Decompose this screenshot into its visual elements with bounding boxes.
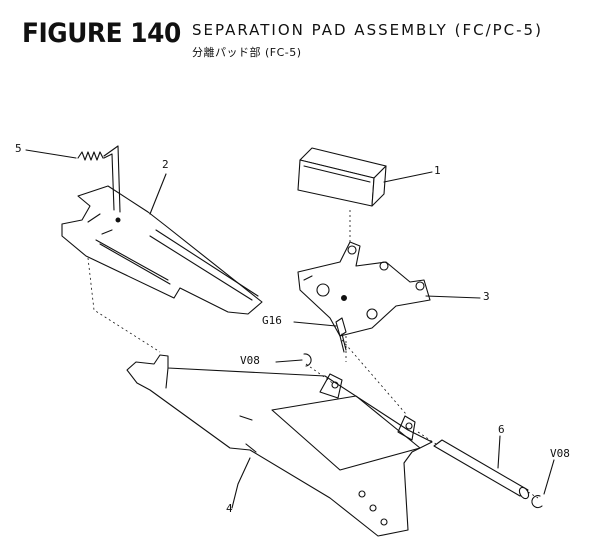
callout-2: 2	[162, 158, 169, 171]
part-6-shaft	[433, 439, 530, 500]
leader-lines	[25, 149, 555, 509]
callout-g16: G16	[262, 314, 282, 327]
callout-v08-upper: V08	[240, 354, 260, 367]
callout-6: 6	[498, 423, 505, 436]
screw-g16	[335, 317, 347, 353]
part-1-pad	[297, 147, 387, 207]
e-ring-v08-lower	[531, 495, 543, 509]
callout-5: 5	[15, 142, 22, 155]
figure-number: FIGURE 140	[22, 18, 181, 49]
part-2-spring-plate	[61, 185, 263, 315]
figure-title: SEPARATION PAD ASSEMBLY (FC/PC-5)	[192, 21, 543, 39]
callout-1: 1	[434, 164, 441, 177]
e-ring-v08-upper	[303, 353, 312, 367]
callout-v08-lower: V08	[550, 447, 570, 460]
part-3-bracket	[297, 241, 431, 337]
part-5-spring	[77, 145, 121, 213]
figure-subtitle: 分離パッド部 (FC-5)	[192, 46, 302, 59]
callout-3: 3	[483, 290, 490, 303]
part-4-base-plate	[126, 354, 433, 537]
alignment-lines	[87, 210, 539, 499]
callout-4: 4	[226, 502, 233, 515]
